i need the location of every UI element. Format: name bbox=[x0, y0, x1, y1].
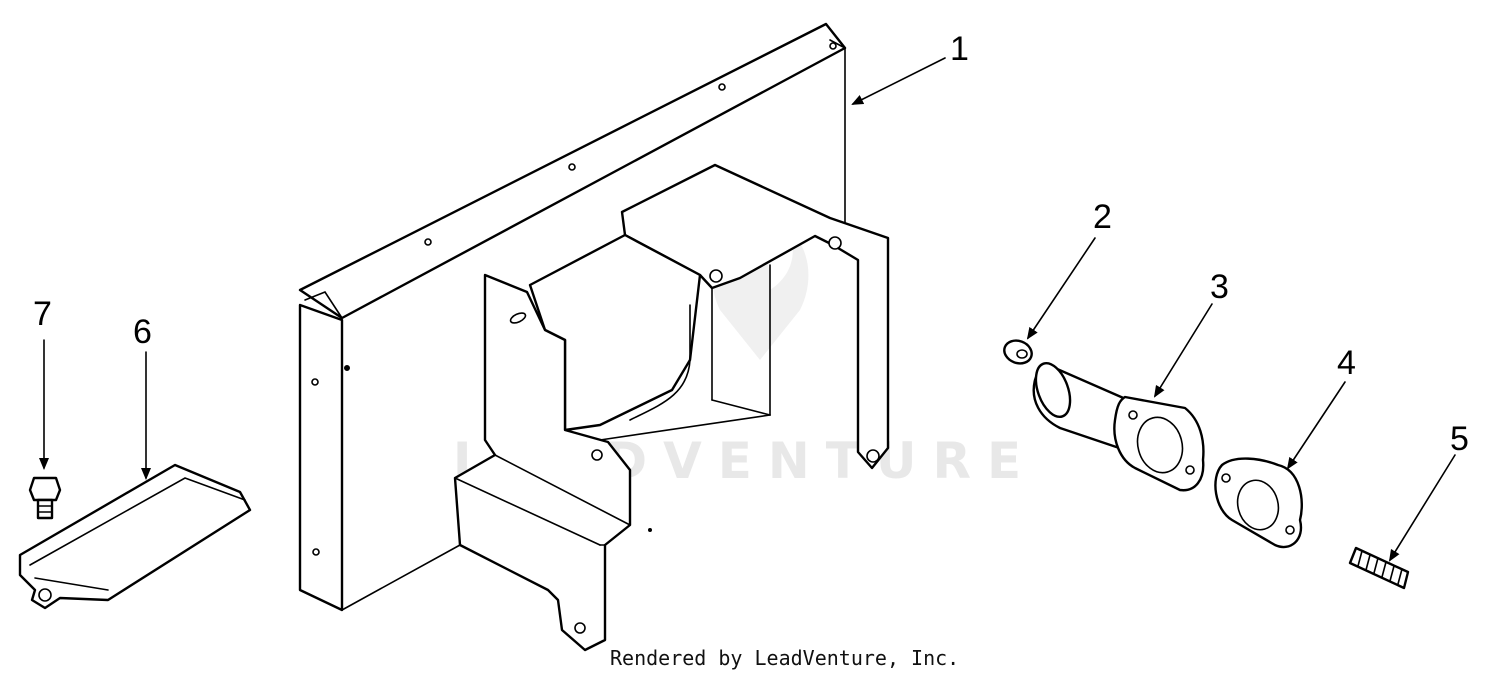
leader-lines bbox=[39, 57, 1456, 562]
part-7-bolt bbox=[28, 476, 62, 520]
callout-2: 2 bbox=[1093, 198, 1112, 236]
render-credit: Rendered by LeadVenture, Inc. bbox=[610, 646, 960, 670]
part-4-gasket bbox=[1214, 457, 1303, 549]
part-2-nut bbox=[1003, 339, 1033, 365]
callout-7: 7 bbox=[33, 295, 52, 333]
callout-1: 1 bbox=[950, 30, 969, 68]
part-1-panel-bracket bbox=[298, 22, 890, 652]
leader-3 bbox=[1153, 303, 1213, 398]
callout-5: 5 bbox=[1450, 420, 1469, 458]
part-3-tube-flange bbox=[1032, 361, 1205, 492]
callout-6: 6 bbox=[133, 313, 152, 351]
leader-5 bbox=[1388, 454, 1456, 562]
leader-1 bbox=[851, 57, 946, 105]
leader-4 bbox=[1286, 381, 1346, 470]
callout-labels: 1 2 3 4 5 6 7 bbox=[33, 30, 1469, 458]
callout-3: 3 bbox=[1210, 268, 1229, 306]
leader-2 bbox=[1026, 237, 1096, 340]
part-6-plate bbox=[18, 463, 252, 610]
part-5-stud bbox=[1348, 546, 1410, 590]
callout-4: 4 bbox=[1337, 344, 1356, 382]
